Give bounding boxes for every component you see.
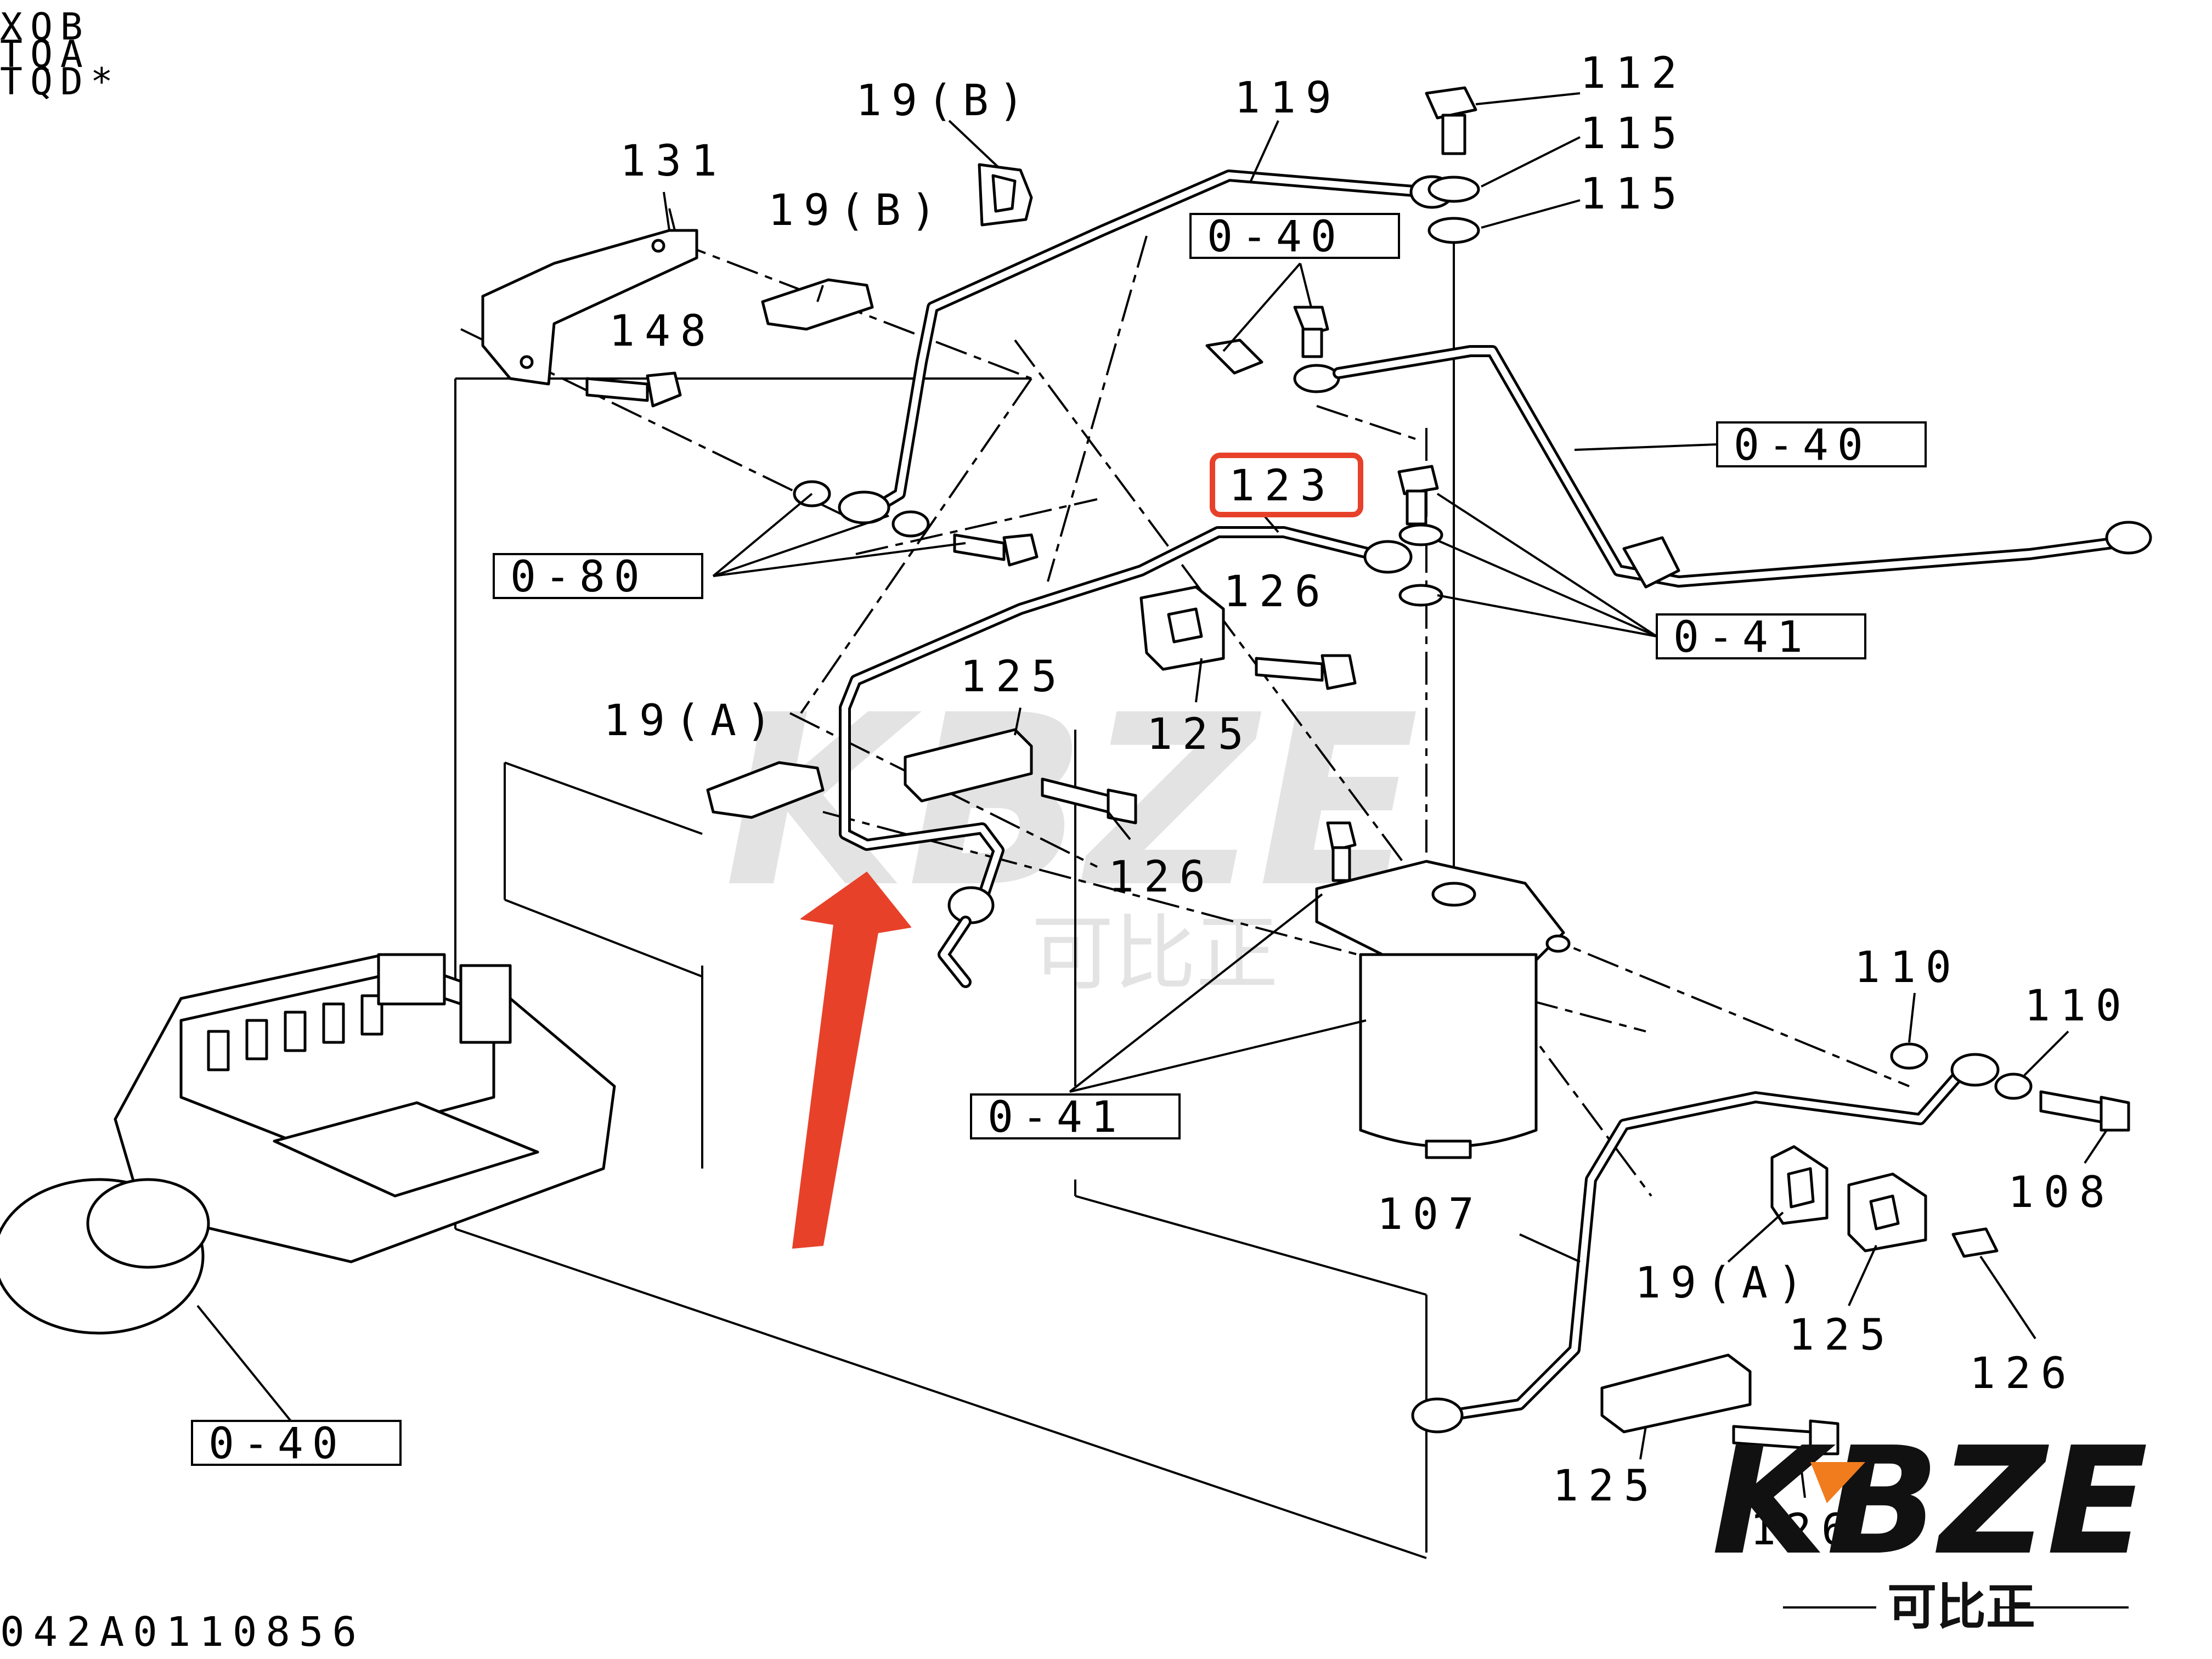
label-126-upper: 126 — [1223, 567, 1330, 617]
clip-19b-upper — [978, 163, 1033, 227]
label-125-middle: 125 — [960, 652, 1067, 702]
reference-boxes: 0-40 0-40 0-80 0-41 0-41 0-40 — [191, 212, 1927, 1469]
clamp-125-right — [1847, 1172, 1927, 1252]
ref-box-040-lower: 0-40 — [191, 1419, 402, 1469]
svg-text:0-41: 0-41 — [988, 1093, 1126, 1142]
clip-19b-lower — [761, 278, 874, 331]
washers-080 — [793, 480, 1039, 567]
leader-lines — [663, 92, 2108, 1498]
highlighted-part-123: 123 — [1210, 453, 1363, 517]
pipe-107 — [1411, 1053, 2000, 1434]
bolt-148 — [585, 371, 682, 408]
ref-box-041-center: 0-41 — [970, 1093, 1181, 1142]
injection-pump — [0, 953, 616, 1422]
clamp-125-lower — [1600, 1353, 1839, 1455]
label-108: 108 — [2008, 1168, 2115, 1217]
label-126-right: 126 — [1970, 1349, 2076, 1398]
label-110-left: 110 — [1854, 943, 1961, 992]
label-110-right: 110 — [2024, 981, 2131, 1031]
pipe-right-040 — [1333, 345, 2152, 589]
ref-box-040-upper: 0-40 — [1189, 212, 1400, 262]
model-code-1: XQB — [0, 5, 91, 49]
bolt-041 — [1397, 465, 1443, 607]
part-labels: 112 115 115 119 19(B) 19(B) 131 148 126 … — [603, 49, 2131, 1555]
bracket-131 — [481, 208, 698, 386]
label-19a-right: 19(A) — [1635, 1259, 1813, 1308]
svg-text:0-80: 0-80 — [510, 552, 648, 602]
watermark-subtext: 可比正 — [1031, 906, 1278, 1002]
kbze-logo: KBZE 可比正 — [1712, 1415, 2148, 1636]
label-115-top: 115 — [1580, 109, 1687, 159]
label-148: 148 — [609, 307, 716, 356]
label-126-lower: 126 — [1750, 1505, 1857, 1555]
ref-box-040-right: 0-40 — [1716, 421, 1927, 470]
label-123: 123 — [1229, 461, 1336, 511]
label-19a-left: 19(A) — [603, 696, 782, 746]
bolt-108 — [2039, 1090, 2130, 1132]
svg-text:0-40: 0-40 — [1207, 212, 1345, 262]
drawing-number: 042A0110856 — [0, 1609, 365, 1656]
label-131: 131 — [620, 137, 727, 186]
ref-box-080: 0-80 — [493, 552, 703, 602]
pipe-123 — [839, 526, 1413, 988]
bolt-040-upper — [1205, 306, 1340, 393]
label-125-upper: 125 — [1147, 710, 1254, 759]
washers-110 — [1890, 1042, 2033, 1100]
label-125-right: 125 — [1788, 1311, 1895, 1360]
banjo-bolt-112 — [1425, 86, 1480, 878]
label-19b-upper: 19(B) — [856, 76, 1034, 126]
label-115-bottom: 115 — [1580, 170, 1687, 219]
clip-19a-right — [1770, 1145, 1829, 1225]
logo-subtext: 可比正 — [1887, 1578, 2035, 1636]
logo-text: KBZE — [1712, 1415, 2148, 1588]
ref-box-041-right: 0-41 — [1656, 613, 1866, 662]
fuel-filter — [1315, 821, 1571, 1159]
label-19b-lower: 19(B) — [768, 186, 946, 235]
label-112: 112 — [1580, 49, 1687, 98]
svg-text:0-41: 0-41 — [1673, 613, 1812, 662]
svg-text:0-40: 0-40 — [208, 1419, 347, 1469]
label-107: 107 — [1377, 1190, 1484, 1239]
clamp-125-middle — [904, 728, 1137, 825]
model-codes: XQB TQA TQD* — [0, 5, 121, 104]
red-arrow — [792, 872, 911, 1249]
bolt-126-right — [1951, 1227, 1999, 1258]
clamp-125-upper — [1139, 585, 1357, 690]
label-126-middle: 126 — [1108, 853, 1215, 902]
svg-text:0-40: 0-40 — [1734, 421, 1872, 470]
label-125-lower: 125 — [1553, 1462, 1660, 1511]
model-code-2: TQA — [0, 33, 91, 76]
model-code-3: TQD* — [0, 60, 121, 104]
label-119: 119 — [1234, 74, 1341, 123]
kbze-watermark: KBZE 可比正 — [724, 665, 1419, 1002]
clip-19a-left — [706, 761, 825, 819]
logo-accent-icon — [1810, 1462, 1865, 1503]
